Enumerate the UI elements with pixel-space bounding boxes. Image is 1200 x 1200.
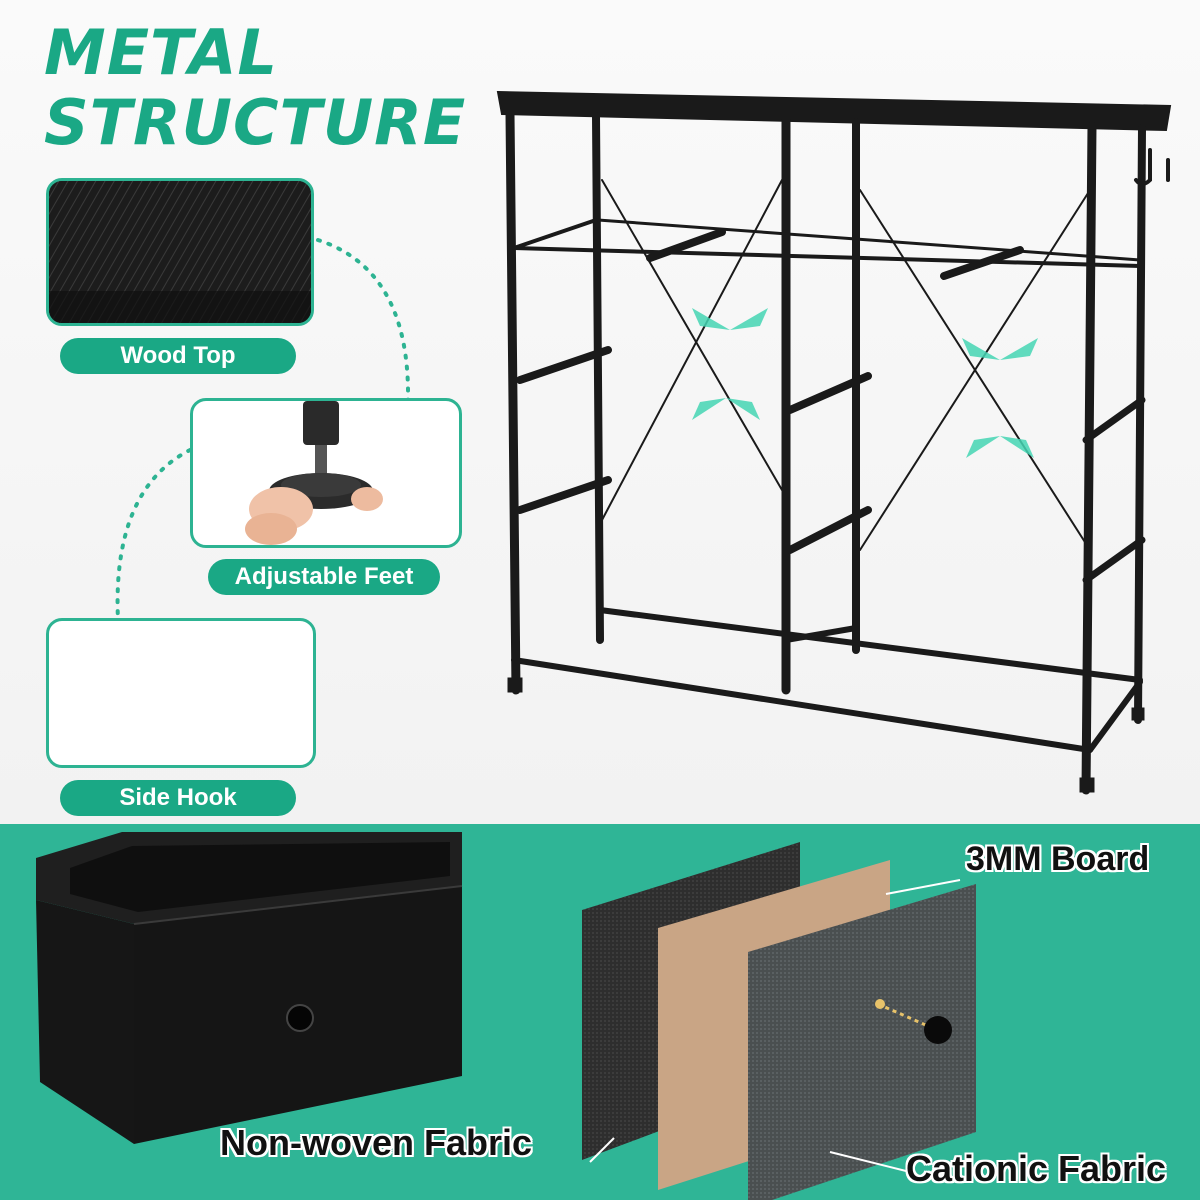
wood-top-label: Wood Top bbox=[60, 338, 296, 374]
adjustable-feet-label: Adjustable Feet bbox=[208, 559, 440, 595]
adjustable-feet-image bbox=[190, 398, 462, 548]
headline-line-1: METAL bbox=[44, 16, 279, 89]
side-hook-label: Side Hook bbox=[60, 780, 296, 816]
wood-grain-texture bbox=[49, 181, 311, 323]
non-woven-fabric-label: Non-woven Fabric bbox=[220, 1122, 533, 1163]
wood-top-image bbox=[46, 178, 314, 326]
foot-illustration bbox=[245, 401, 383, 545]
dresser-frame-illustration bbox=[496, 90, 1172, 795]
material-layers-illustration bbox=[582, 842, 976, 1200]
cationic-fabric-label: Cationic Fabric bbox=[906, 1148, 1167, 1189]
side-hook-image bbox=[46, 618, 316, 768]
fabric-drawer-illustration bbox=[36, 832, 463, 1144]
board-label: 3MM Board bbox=[966, 840, 1150, 878]
headline-line-2: STRUCTURE bbox=[44, 86, 467, 159]
